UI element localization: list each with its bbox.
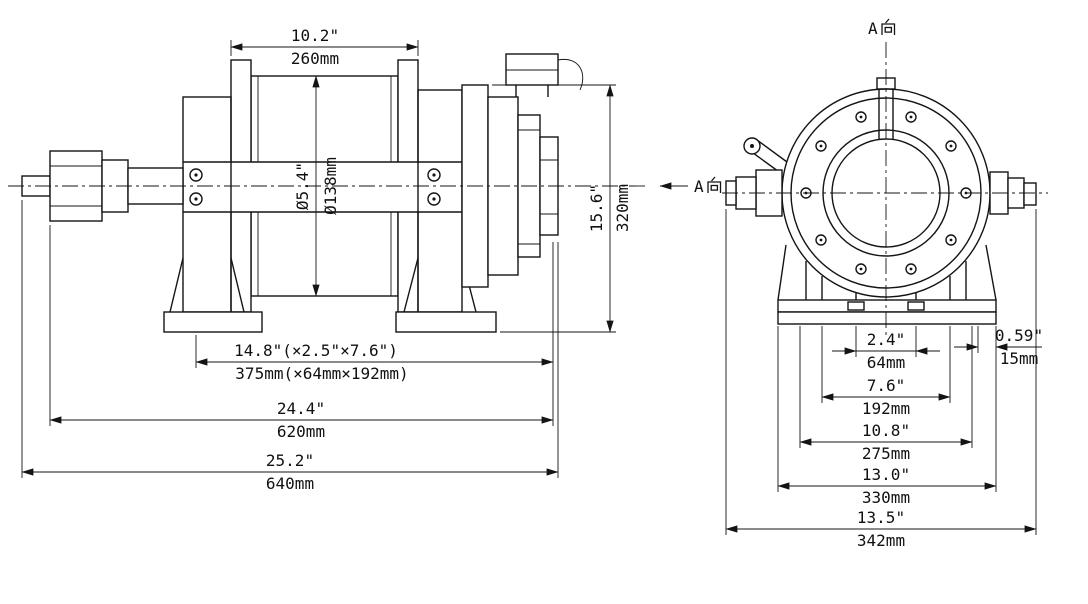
dimensions-side-view: 10.2" 260mm Ø5.4" Ø138mm 15.6" 320mm 14.… bbox=[21, 26, 632, 493]
tie-rod-nuts bbox=[189, 168, 441, 206]
dim-base-width-inch-label: 13.0" bbox=[862, 465, 910, 484]
view-a-letter: A bbox=[694, 177, 704, 196]
dim-body-length-inch-label: 24.4" bbox=[277, 399, 325, 418]
view-a-pointer: A bbox=[659, 176, 722, 196]
dim-slot-pitch-inch-label: 2.4" bbox=[867, 330, 906, 349]
dim-overall-length-mm-label: 640mm bbox=[266, 474, 314, 493]
dim-drum-width: 10.2" 260mm bbox=[230, 26, 419, 68]
dim-slot-pitch-mm-label: 64mm bbox=[867, 353, 906, 372]
dim-drum-width-mm-label: 260mm bbox=[291, 49, 339, 68]
dim-overall-length-inch-label: 25.2" bbox=[266, 451, 314, 470]
dim-base-width-mm-label: 330mm bbox=[862, 488, 910, 507]
dim-body-width: 10.8" 275mm bbox=[799, 326, 973, 463]
dim-body-width-inch-label: 10.8" bbox=[862, 421, 910, 440]
dim-overall-height-inch-label: 15.6" bbox=[587, 184, 606, 232]
dim-gusset-span-inch-label: 7.6" bbox=[867, 376, 906, 395]
bolt-holes bbox=[800, 111, 972, 275]
valve-block bbox=[505, 53, 584, 97]
pedestal-base bbox=[777, 244, 997, 325]
left-foot bbox=[163, 311, 263, 333]
dim-overall-height: 15.6" 320mm bbox=[492, 84, 632, 333]
dim-overall-width-inch-label: 13.5" bbox=[857, 508, 905, 527]
dim-edge-offset-inch-label: 0.59" bbox=[995, 326, 1043, 345]
mounting-slot-right bbox=[907, 301, 925, 311]
dim-mounting-inch-label: 14.8"(×2.5"×7.6") bbox=[234, 341, 398, 360]
dim-mounting-pattern: 14.8"(×2.5"×7.6") 375mm(×64mm×192mm) bbox=[195, 242, 554, 426]
dim-base-width: 13.0" 330mm bbox=[777, 326, 997, 507]
dim-body-length-mm-label: 620mm bbox=[277, 422, 325, 441]
dim-gusset-span: 7.6" 192mm bbox=[821, 326, 951, 418]
dim-body-length: 24.4" 620mm bbox=[49, 225, 554, 441]
dim-slot-pitch: 2.4" 64mm bbox=[832, 326, 940, 372]
dim-edge-offset: 0.59" 15mm bbox=[954, 326, 1043, 368]
dim-drum-diameter: Ø5.4" Ø138mm bbox=[293, 75, 340, 297]
right-foot bbox=[395, 311, 497, 333]
tie-rod-band bbox=[183, 161, 462, 213]
mounting-slot-left bbox=[847, 301, 865, 311]
torque-arm bbox=[743, 137, 788, 175]
dim-drum-width-inch-label: 10.2" bbox=[291, 26, 339, 45]
dim-overall-height-mm-label: 320mm bbox=[613, 184, 632, 232]
dim-drum-diameter-inch-label: Ø5.4" bbox=[293, 162, 312, 210]
front-view: A 2.4" 64mm 0.59" 15mm bbox=[722, 18, 1048, 550]
dim-overall-width: 13.5" 342mm bbox=[725, 209, 1037, 550]
view-a-title: A bbox=[868, 18, 896, 38]
dim-edge-offset-mm-label: 15mm bbox=[1000, 349, 1039, 368]
dim-drum-diameter-mm-label: Ø138mm bbox=[321, 157, 340, 215]
dim-overall-length: 25.2" 640mm bbox=[21, 200, 559, 493]
view-a-letter: A bbox=[868, 19, 878, 38]
hydraulic-hose bbox=[557, 58, 584, 91]
dimensions-front-view: 2.4" 64mm 0.59" 15mm 7.6" 192mm bbox=[725, 209, 1043, 550]
dim-gusset-span-mm-label: 192mm bbox=[862, 399, 910, 418]
side-view: A 10.2" 260mm Ø5.4" Ø138mm 15.6" bbox=[8, 26, 722, 493]
dim-mounting-mm-label: 375mm(×64mm×192mm) bbox=[235, 364, 408, 383]
dim-overall-width-mm-label: 342mm bbox=[857, 531, 905, 550]
dim-body-width-mm-label: 275mm bbox=[862, 444, 910, 463]
